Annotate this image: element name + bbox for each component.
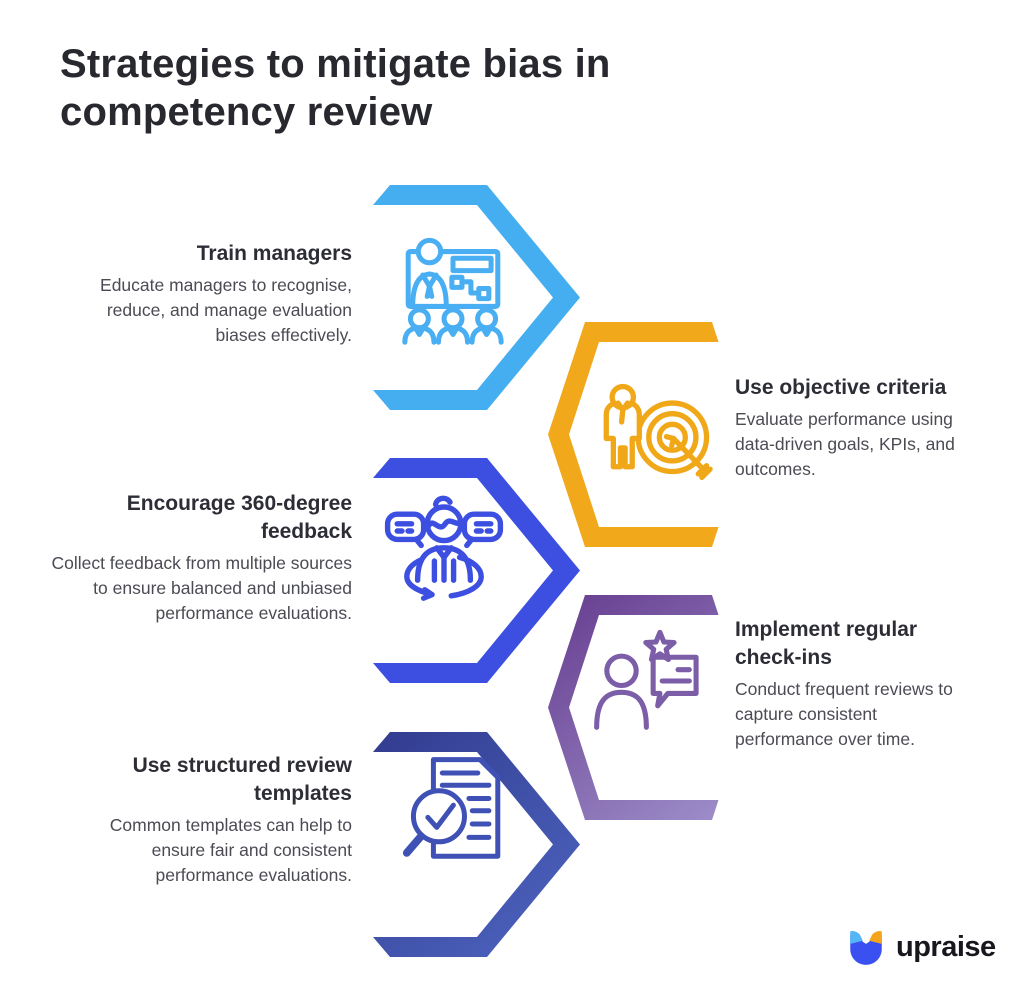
- step-1-body: Educate managers to recognise, reduce, a…: [100, 275, 352, 345]
- step-3-text: Encourage 360-degree feedback Collect fe…: [46, 490, 352, 626]
- step-2-title: Use objective criteria: [735, 376, 947, 399]
- step-2-body: Evaluate performance using data-driven g…: [735, 409, 955, 479]
- upraise-logo-mark: [850, 931, 882, 965]
- step-4-text: Implement regular check-ins Conduct freq…: [735, 616, 977, 752]
- upraise-logo: upraise: [845, 926, 996, 968]
- step-4-body: Conduct frequent reviews to capture cons…: [735, 679, 953, 749]
- hexagon-step-5: [373, 732, 580, 957]
- step-1-text: Train managers Educate managers to recog…: [52, 240, 352, 348]
- logo-mark-left-ear: [850, 931, 863, 944]
- hexagon-step-3: [373, 458, 580, 683]
- feedback-360-icon-strokes: [384, 495, 504, 601]
- objective-criteria-icon: [603, 383, 713, 481]
- objective-criteria-icon-strokes: [603, 383, 713, 481]
- regular-checkins-icon-strokes: [594, 629, 699, 730]
- step-3-title: Encourage 360-degree feedback: [126, 492, 352, 543]
- hexagon-step-1: [373, 185, 580, 410]
- upraise-logo-text: upraise: [896, 930, 996, 963]
- step-1-title: Train managers: [196, 242, 352, 265]
- step-5-text: Use structured review templates Common t…: [52, 752, 352, 888]
- train-managers-icon-strokes: [402, 237, 504, 345]
- step-3-body: Collect feedback from multiple sources t…: [51, 553, 352, 623]
- regular-checkins-icon: [594, 629, 699, 730]
- structured-templates-icon: [402, 757, 501, 859]
- logo-mark-right-ear: [869, 931, 882, 944]
- step-4-title: Implement regular check-ins: [735, 618, 918, 669]
- logo-mark-body: [850, 934, 882, 965]
- train-managers-icon: [402, 237, 504, 345]
- page-title: Strategies to mitigate bias in competenc…: [60, 42, 611, 134]
- step-5-title: Use structured review templates: [132, 754, 352, 805]
- step-5-body: Common templates can help to ensure fair…: [109, 815, 352, 885]
- feedback-360-icon: [384, 495, 504, 601]
- step-2-text: Use objective criteria Evaluate performa…: [735, 374, 973, 482]
- structured-templates-icon-strokes: [402, 757, 501, 859]
